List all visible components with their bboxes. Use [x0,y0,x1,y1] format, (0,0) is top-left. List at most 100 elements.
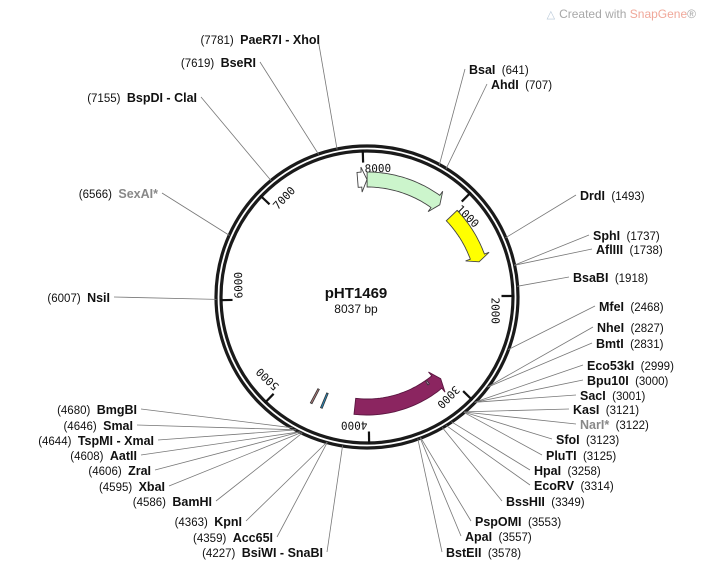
restriction-site[interactable]: AhdI (707) [491,78,552,92]
restriction-site[interactable]: (6007) NsiI [47,291,110,305]
site-leader-line [463,411,553,440]
restriction-site[interactable]: (4227) BsiWI - SnaBI [202,546,323,560]
watermark-prefix: Created with [559,7,630,21]
restriction-site[interactable]: BmtI (2831) [596,337,664,351]
site-name: SfoI [556,433,580,447]
restriction-site[interactable]: (4680) BmgBI [57,403,137,417]
restriction-site[interactable]: MfeI (2468) [599,300,664,314]
restriction-site[interactable]: (7619) BseRI [181,56,256,70]
site-leader-line [245,441,328,522]
restriction-site[interactable]: BssHII (3349) [506,495,585,509]
site-position: (4363) [175,517,208,529]
site-leader-line [215,432,303,502]
restriction-site[interactable]: PluTI (3125) [546,449,616,463]
tick-label: 6000 [232,272,246,299]
site-position: (2831) [630,339,663,351]
site-name: TspMI - XmaI [78,434,154,448]
site-leader-line [161,192,230,236]
site-name: AhdI [491,78,519,92]
restriction-site[interactable]: (6566) SexAI* [79,187,158,201]
site-leader-line [441,427,503,502]
restriction-site[interactable]: (4646) SmaI [63,419,133,433]
restriction-site[interactable]: Bpu10I (3000) [587,374,668,388]
site-leader-line [464,408,570,413]
tick-mark [460,191,472,203]
site-position: (2999) [641,361,674,373]
site-name: SmaI [103,419,133,433]
restriction-site[interactable]: BsaBI (1918) [573,271,648,285]
site-position: (4606) [88,466,121,478]
site-name: BmtI [596,337,624,351]
site-position: (6007) [47,293,80,305]
restriction-site[interactable]: (4359) Acc65I [193,531,273,545]
site-position: (3123) [586,435,619,447]
site-position: (707) [525,80,552,92]
site-leader-line [438,68,466,166]
plasmid-name: pHT1469 [325,285,388,302]
restriction-site[interactable]: NheI (2827) [597,321,664,335]
restriction-site[interactable]: (4606) ZraI [88,464,151,478]
site-name: AatII [110,449,137,463]
site-leader-line [317,38,338,150]
watermark-brand: SnapGene [629,7,688,21]
site-leader-line [487,326,594,388]
snapgene-logo-icon: △ [546,9,556,21]
site-leader-line [513,234,590,266]
site-name: KasI [573,403,599,417]
site-position: (1737) [626,231,659,243]
restriction-site[interactable]: NarI* (3122) [580,418,649,432]
m13-marker [425,380,430,386]
restriction-site[interactable]: SphI (1737) [593,229,660,243]
restriction-site[interactable]: BstEII (3578) [446,546,521,560]
restriction-site[interactable]: KasI (3121) [573,403,639,417]
site-leader-line [157,429,297,441]
site-leader-line [474,394,577,403]
site-position: (2827) [630,323,663,335]
restriction-site[interactable]: PspOMI (3553) [475,515,561,529]
site-leader-lines [113,38,596,553]
site-position: (1918) [615,273,648,285]
site-name: KpnI [214,515,242,529]
restriction-site[interactable]: ApaI (3557) [465,530,532,544]
site-position: (3000) [635,376,668,388]
restriction-site[interactable]: BsaI (641) [469,63,529,77]
site-leader-line [514,248,593,266]
ampr-promoter-arrow [356,166,368,193]
site-name: BssHII [506,495,545,509]
tick-mark [259,194,271,206]
site-name: NheI [597,321,624,335]
site-leader-line [259,61,320,155]
restriction-site[interactable]: (7155) BspDI - ClaI [87,91,197,105]
site-leader-line [276,442,328,538]
site-name: Acc65I [233,531,273,545]
restriction-site[interactable]: AflIII (1738) [596,243,663,257]
restriction-site[interactable]: (4586) BamHI [133,495,212,509]
site-position: (3578) [488,548,521,560]
restriction-site[interactable]: EcoRV (3314) [534,479,614,493]
site-name: Eco53kI [587,359,634,373]
restriction-site[interactable]: HpaI (3258) [534,464,601,478]
restriction-site[interactable]: (7781) PaeR7I - XhoI [200,33,320,47]
site-leader-line [507,305,596,351]
restriction-site[interactable]: SacI (3001) [580,389,646,403]
tick-label: 2000 [488,297,501,324]
restriction-site[interactable]: (4363) KpnI [175,515,242,529]
site-position: (7619) [181,58,214,70]
restriction-site[interactable]: Eco53kI (2999) [587,359,674,373]
site-leader-line [517,276,570,287]
restriction-site[interactable]: (4644) TspMI - XmaI [38,434,154,448]
restriction-site[interactable]: SfoI (3123) [556,433,619,447]
site-position: (2468) [630,302,663,314]
site-position: (3125) [583,451,616,463]
site-leader-line [487,342,593,388]
watermark-suffix: ® [687,7,696,21]
site-position: (4644) [38,436,71,448]
restriction-site[interactable]: (4595) XbaI [99,480,165,494]
restriction-site[interactable]: (4608) AatII [70,449,137,463]
tick-mark [462,390,474,401]
site-position: (3557) [498,532,531,544]
site-leader-line [154,431,301,471]
restriction-site[interactable]: DrdI (1493) [580,189,645,203]
tick-label: 4000 [341,418,368,431]
